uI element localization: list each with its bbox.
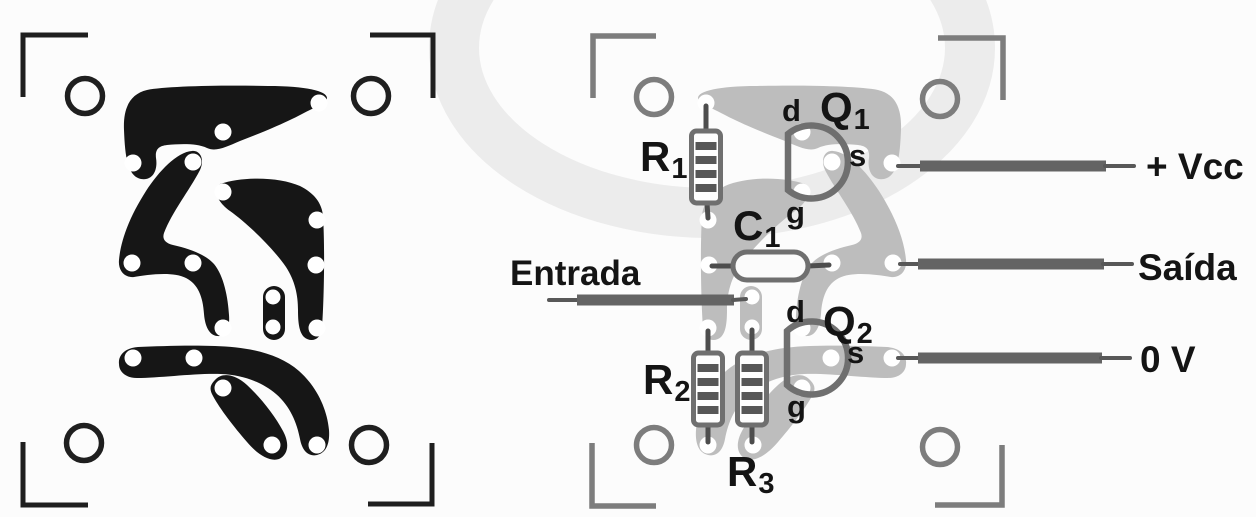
label-q2-pin-source: s [847,335,865,370]
resistor-r2 [691,328,725,445]
corner-mark-bottom-left [589,443,656,509]
resistor-band [695,142,717,150]
corner-mark-top-right [938,35,1006,100]
copper-trace-pattern [118,85,330,460]
input-wire [547,294,748,306]
mounting-hole [64,75,106,117]
corner-mark-top-left [20,32,88,97]
label-q1-pin-drain: d [782,93,801,128]
resistor-body [689,128,723,206]
label-output: Saída [1138,247,1237,288]
resistor-band [741,364,763,372]
mounting-hole [348,424,390,466]
label-c1-sub: 1 [764,222,781,254]
capacitor-body [730,249,811,283]
corner-mark-bottom-left [20,442,88,508]
resistor-body [691,350,725,428]
mounting-hole [63,422,105,464]
solder-side-view [20,32,436,508]
label-r2-sub: 2 [674,376,691,408]
label-q1-base: Q [820,84,853,131]
label-r3: R3 [727,448,774,499]
label-r3-base: R [727,448,758,495]
label-r2-base: R [643,356,674,403]
transistor-q1-outline [784,122,852,202]
label-ground: 0 V [1140,339,1196,380]
label-q1-pin-source: s [849,138,867,173]
capacitor-c1 [709,249,832,283]
resistor-r1 [689,103,723,221]
label-q2-pin-gate: g [787,389,806,424]
resistor-band [695,156,717,164]
resistor-band [697,406,719,414]
component-side-view [547,33,1136,509]
wire-lead [731,297,748,302]
label-c1: C1 [733,202,780,253]
label-q1: Q1 [820,84,870,135]
label-c1-base: C [733,202,764,249]
label-q1-sub: 1 [853,104,870,136]
label-supply: + Vcc [1146,146,1244,187]
corner-mark-top-left [590,33,656,98]
mounting-hole [633,424,675,466]
mounting-hole [919,78,961,120]
resistor-r3 [735,327,769,445]
corner-mark-top-right [370,32,436,98]
label-q2-pin-drain: d [786,294,805,329]
label-q1-pin-gate: g [786,195,805,230]
mounting-hole [633,76,675,118]
label-r3-sub: 3 [758,468,775,500]
label-q2: Q2 [823,298,873,349]
capacitor-lead [805,262,832,269]
resistor-band [697,364,719,372]
resistor-band [697,392,719,400]
resistor-band [741,378,763,386]
corner-mark-bottom-right [368,443,435,507]
label-q2-sub: 2 [856,318,873,350]
label-r2: R2 [643,356,690,407]
label-input: Entrada [510,254,641,293]
mounting-hole [350,75,392,117]
label-r1-base: R [640,133,671,180]
label-r1: R1 [640,133,687,184]
resistor-band [697,378,719,386]
resistor-body [735,350,769,428]
resistor-band [741,392,763,400]
label-q2-base: Q [823,298,856,345]
mounting-hole [919,426,961,468]
resistor-band [695,170,717,178]
transistor-q2-outline [783,318,852,398]
corner-mark-bottom-right [935,445,1005,508]
label-r1-sub: 1 [671,153,688,185]
resistor-band [695,184,717,192]
resistor-band [741,406,763,414]
